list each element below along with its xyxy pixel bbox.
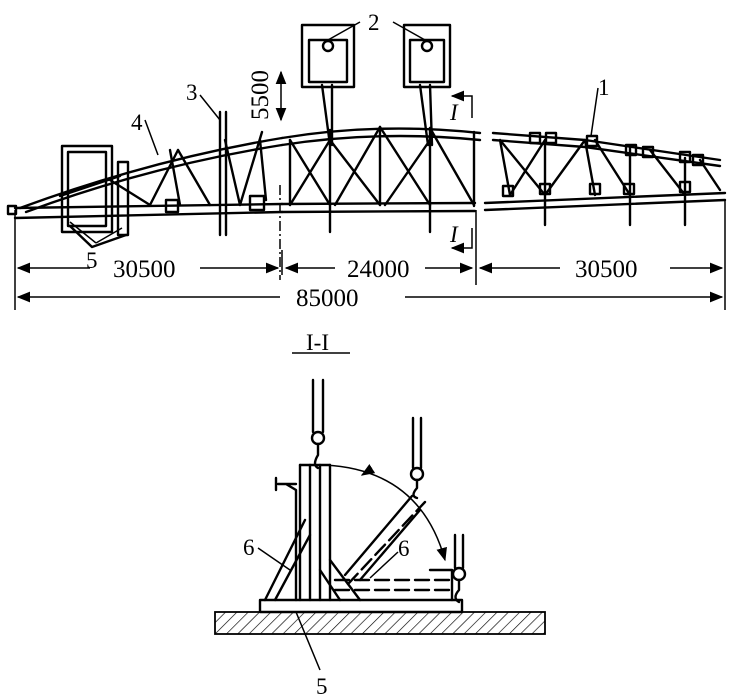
label-6-left: 6 (243, 535, 255, 560)
truss-elevation (6, 21, 727, 310)
hook-block-left (300, 23, 356, 89)
dimension-left-span: 30500 (113, 256, 176, 283)
dimension-right-span: 30500 (575, 256, 638, 283)
section-mark-bottom: I (449, 222, 459, 247)
label-1: 1 (598, 75, 610, 100)
label-6-right: 6 (398, 536, 410, 561)
dimension-center-span: 24000 (347, 256, 410, 283)
label-4: 4 (131, 110, 143, 135)
label-5-section: 5 (316, 674, 328, 698)
label-5: 5 (86, 248, 98, 273)
section-mark-top: I (449, 100, 459, 125)
dimension-total: 85000 (296, 285, 359, 312)
dimension-lift: 5500 (247, 70, 274, 120)
hook-block-right (402, 23, 452, 89)
label-3: 3 (186, 80, 198, 105)
section-title: I-I (306, 330, 329, 355)
label-2: 2 (368, 10, 380, 35)
section-view (214, 378, 546, 671)
